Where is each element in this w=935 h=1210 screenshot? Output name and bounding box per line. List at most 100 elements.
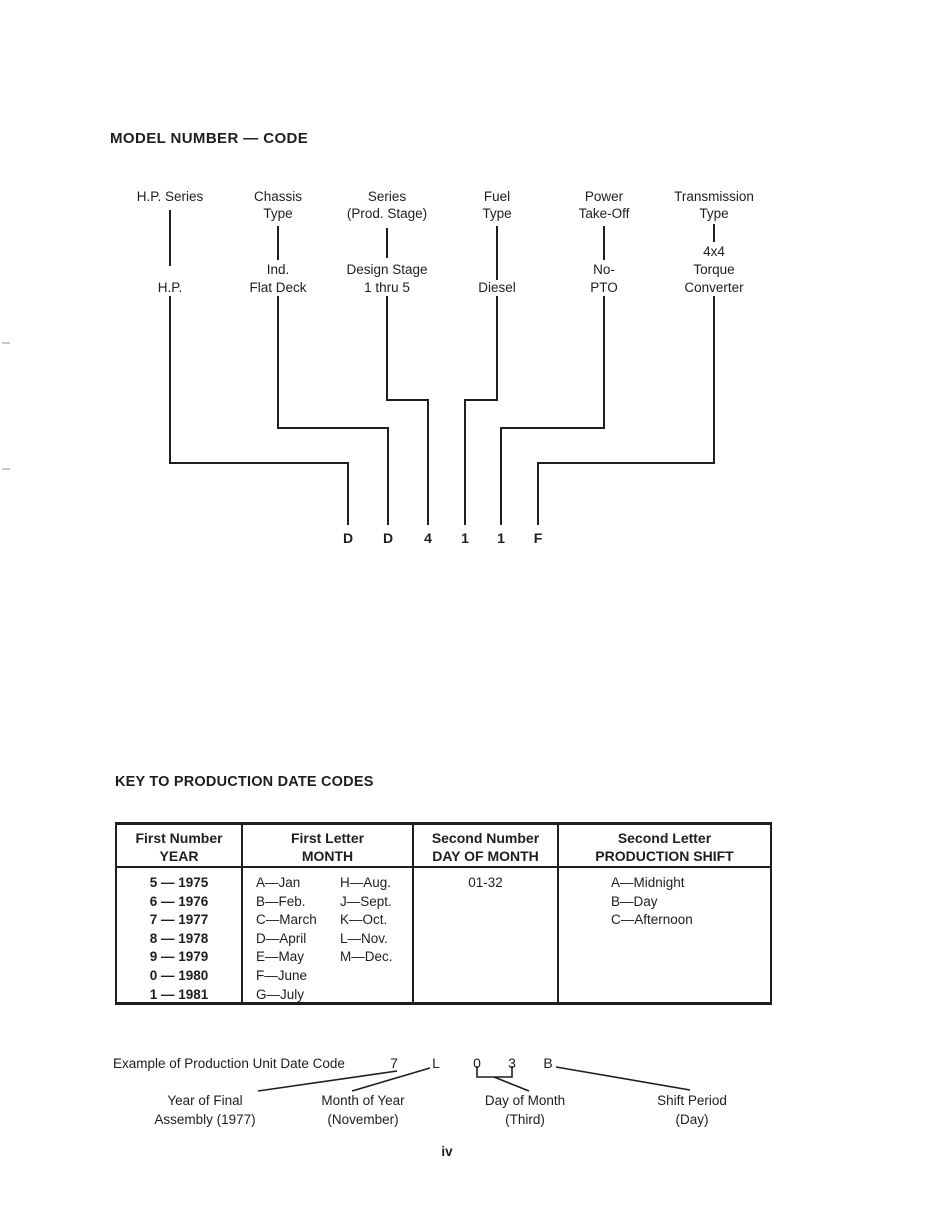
diagram-heading-series-2: (Prod. Stage) xyxy=(346,206,428,221)
example-code-char-3: 0 xyxy=(473,1055,481,1071)
diagram-heading-fuel: Fuel xyxy=(483,189,511,204)
shift-row: A—Midnight xyxy=(611,875,685,890)
example-code-char-1: 7 xyxy=(390,1055,398,1071)
example-code-char-4: 3 xyxy=(508,1055,516,1071)
model-number-diagram-lines xyxy=(169,210,715,525)
header-month: First Letter MONTH xyxy=(241,825,412,866)
bracket-day xyxy=(476,1066,513,1078)
diagram-value-1-thru-5: 1 thru 5 xyxy=(364,280,410,295)
day-codes-cell: 01-32 xyxy=(412,868,557,1004)
callout-day-line1: Day of Month xyxy=(484,1093,566,1108)
year-row: 1 — 1981 xyxy=(149,986,209,1002)
model-code-char-3: 4 xyxy=(424,530,432,546)
diagram-value-hp: H.P. xyxy=(157,280,183,295)
diagram-heading-hp-series: H.P. Series xyxy=(136,189,204,204)
example-label: Example of Production Unit Date Code xyxy=(113,1056,345,1071)
callout-year: Year of Final Assembly (1977) xyxy=(154,1091,255,1129)
header-day: Second Number DAY OF MONTH xyxy=(412,825,557,866)
callout-year-line1: Year of Final xyxy=(167,1093,243,1108)
year-row: 5 — 1975 xyxy=(149,875,209,890)
callout-day-line2: (Third) xyxy=(505,1112,545,1127)
model-code-char-5: 1 xyxy=(497,530,505,546)
diagram-value-diesel: Diesel xyxy=(478,280,516,295)
year-row: 8 — 1978 xyxy=(149,930,209,946)
pointer-shift xyxy=(555,1066,691,1091)
leader-transmission xyxy=(537,296,715,525)
example-code-char-2: L xyxy=(432,1055,440,1071)
header-shift-line1: Second Letter xyxy=(617,830,712,846)
year-row: 7 — 1977 xyxy=(149,912,209,928)
diagram-heading-chassis-2: Type xyxy=(263,206,293,221)
month-row: B—Feb.J—Sept. xyxy=(256,893,392,909)
header-year: First Number YEAR xyxy=(117,825,241,866)
pointer-year xyxy=(257,1070,398,1092)
callout-month: Month of Year (November) xyxy=(321,1091,404,1129)
header-shift: Second Letter PRODUCTION SHIFT xyxy=(557,825,770,866)
shift-row: B—Day xyxy=(611,893,658,909)
month-row: F—June xyxy=(256,967,308,983)
callout-year-line2: Assembly (1977) xyxy=(154,1112,256,1127)
month-row: G—July xyxy=(256,986,305,1002)
day-range: 01-32 xyxy=(468,875,503,890)
header-day-line2: DAY OF MONTH xyxy=(432,848,539,864)
callout-month-line2: (November) xyxy=(327,1112,399,1127)
callout-shift-line1: Shift Period xyxy=(657,1093,727,1108)
year-row: 9 — 1979 xyxy=(149,949,209,965)
pointer-month xyxy=(351,1067,431,1092)
diagram-heading-fuel-2: Type xyxy=(482,206,512,221)
diagram-value-4x4: 4x4 xyxy=(703,244,725,259)
callout-month-line1: Month of Year xyxy=(321,1093,405,1108)
table-header-row: First Number YEAR First Letter MONTH Sec… xyxy=(117,825,770,868)
year-codes-cell: 5 — 1975 6 — 1976 7 — 1977 8 — 1978 9 — … xyxy=(117,868,241,1004)
callout-shift: Shift Period (Day) xyxy=(657,1091,727,1129)
example-code-char-5: B xyxy=(543,1055,553,1071)
header-year-line1: First Number xyxy=(135,830,223,846)
diagram-heading-chassis: Chassis xyxy=(253,189,303,204)
leader-fuel xyxy=(464,296,498,525)
header-shift-line2: PRODUCTION SHIFT xyxy=(595,848,734,864)
page-number: iv xyxy=(441,1144,453,1159)
diagram-heading-transmission: Transmission xyxy=(674,189,754,204)
scan-artifact xyxy=(2,342,10,344)
section-title-date-codes: KEY TO PRODUCTION DATE CODES xyxy=(115,774,374,790)
diagram-value-flat-deck: Flat Deck xyxy=(249,280,307,295)
model-code-char-4: 1 xyxy=(461,530,469,546)
model-code-char-2: D xyxy=(382,530,394,546)
model-code-char-1: D xyxy=(342,530,354,546)
leader-pto xyxy=(500,296,605,525)
diagram-value-no: No- xyxy=(593,262,615,277)
diagram-heading-series: Series xyxy=(367,189,407,204)
diagram-value-ind: Ind. xyxy=(266,262,290,277)
header-month-line1: First Letter xyxy=(290,830,365,846)
model-code-char-6: F xyxy=(533,530,543,546)
diagram-heading-transmission-2: Type xyxy=(699,206,729,221)
callout-day: Day of Month (Third) xyxy=(485,1091,565,1129)
callout-shift-line2: (Day) xyxy=(675,1112,709,1127)
header-month-line2: MONTH xyxy=(301,848,354,864)
year-row: 6 — 1976 xyxy=(149,893,209,909)
pointer-day xyxy=(493,1076,530,1092)
header-day-line1: Second Number xyxy=(431,830,540,846)
leader-chassis xyxy=(277,296,389,525)
production-date-codes-table: First Number YEAR First Letter MONTH Sec… xyxy=(115,822,772,1005)
diagram-heading-pto: Power xyxy=(584,189,624,204)
scan-artifact xyxy=(2,468,10,470)
leader-series xyxy=(386,296,429,525)
diagram-value-converter: Converter xyxy=(684,280,744,295)
year-row: 0 — 1980 xyxy=(149,967,209,983)
table-body-row: 5 — 1975 6 — 1976 7 — 1977 8 — 1978 9 — … xyxy=(117,868,770,1004)
header-year-line2: YEAR xyxy=(159,848,199,864)
leader-hp-series xyxy=(169,296,349,525)
shift-codes-cell: A—Midnight B—Day C—Afternoon xyxy=(557,868,770,1004)
shift-row: C—Afternoon xyxy=(611,912,693,928)
section-title-model-number: MODEL NUMBER — CODE xyxy=(110,130,309,147)
diagram-value-torque: Torque xyxy=(693,262,735,277)
diagram-value-pto: PTO xyxy=(590,280,618,295)
example-pointer-lines xyxy=(257,1066,691,1092)
diagram-value-design-stage: Design Stage xyxy=(346,262,428,277)
